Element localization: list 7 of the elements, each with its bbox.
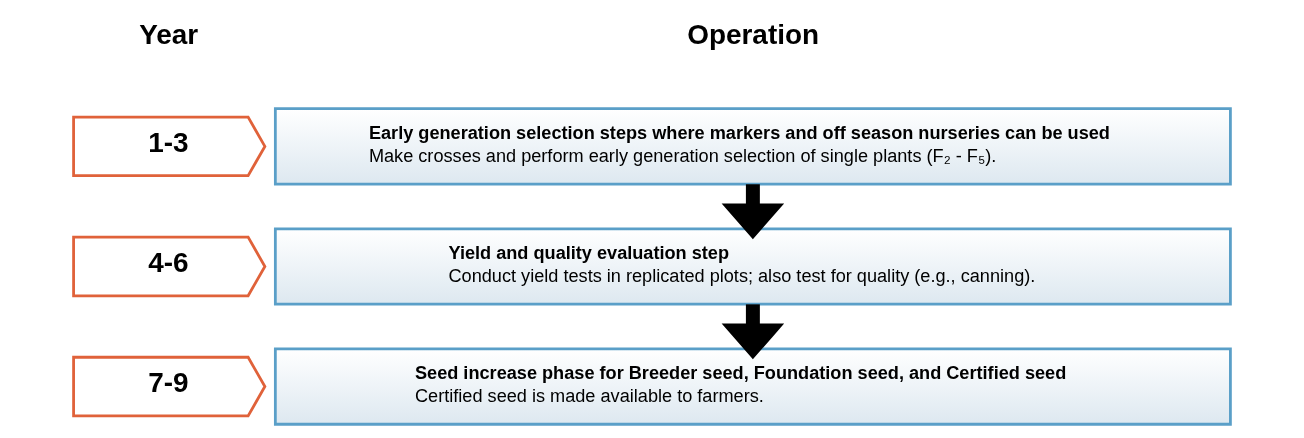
label: Year — [139, 19, 199, 51]
node-box: Yield and quality evaluation step Conduct yield tests in replicated plots; also test for quality (e.g., canning). — [273, 227, 1232, 306]
label: Operation — [687, 19, 820, 51]
node-box: Early generation selection steps where markers and off season nurseries can be used Make crosses and perform early generation selection of single plants (F₂ - F₅). — [273, 107, 1232, 186]
node-box: Seed increase phase for Breeder seed, Foundation seed, and Certified seed Certified seed is made available to farmers. — [273, 347, 1232, 426]
arrow — [721, 184, 785, 240]
arrow — [721, 304, 785, 360]
